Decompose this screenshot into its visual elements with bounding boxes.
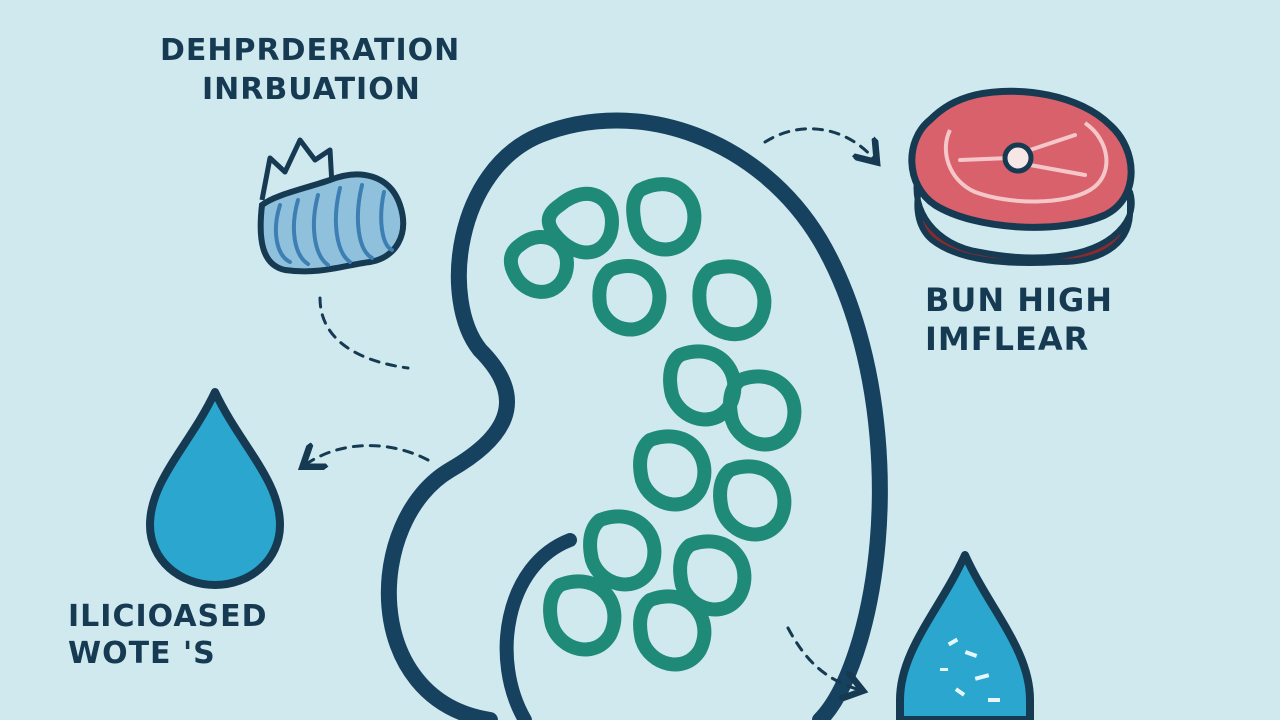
arrow-from-muscle [318, 296, 410, 370]
bun-high-label-line2: IMFLEAR [925, 320, 1090, 359]
water-drop-icon [146, 388, 284, 589]
dehydration-label-line1: DEHPRDERATION [160, 33, 461, 68]
nephron-loops-icon [503, 177, 802, 672]
arrow-to-drop [305, 446, 430, 465]
muscle-tissue-icon [257, 137, 407, 275]
increased-waste-label-line1: ILICIOASED [68, 599, 268, 634]
kidney-icon [380, 112, 888, 720]
dehydration-label: DEHPRDERATION INRBUATION [160, 34, 460, 106]
arrow-to-steak [763, 127, 875, 160]
bun-high-label-line1: BUN HIGH [925, 281, 1114, 319]
water-drop-icon-right [896, 551, 1034, 720]
bun-high-label: BUN HIGH IMFLEAR [925, 281, 1114, 359]
dehydration-label-line2: INRBUATION [202, 72, 421, 107]
increased-waste-label: ILICIOASED WOTE 'S [68, 600, 268, 670]
arrow-to-bottom-drop [786, 626, 860, 690]
steak-icon [908, 87, 1135, 266]
increased-waste-label-line2: WOTE 'S [68, 636, 216, 671]
